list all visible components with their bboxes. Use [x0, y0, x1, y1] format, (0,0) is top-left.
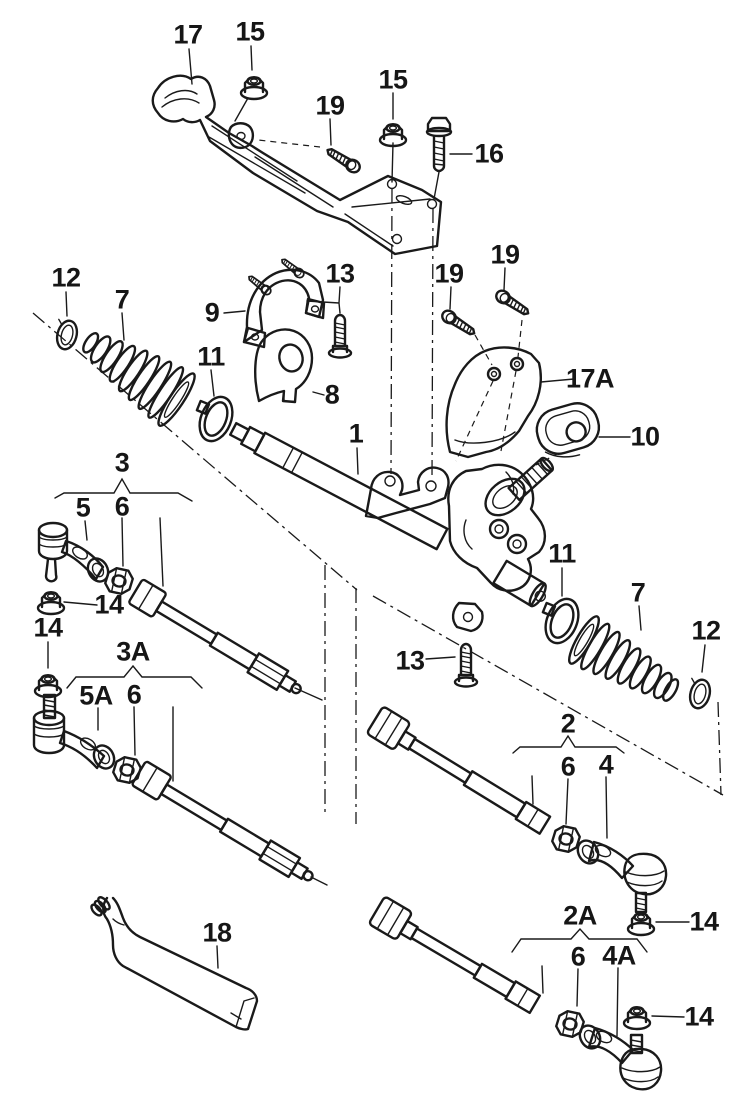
inner-tie-rod-3A — [131, 760, 314, 882]
callout-10[interactable]: 10 — [630, 421, 660, 452]
callout-15-b[interactable]: 15 — [378, 64, 408, 95]
steering-rack-1 — [229, 421, 555, 633]
callout-14-a[interactable]: 14 — [94, 589, 124, 620]
callout-2[interactable]: 2 — [560, 708, 576, 739]
callout-6-d[interactable]: 6 — [570, 941, 586, 972]
callout-4A[interactable]: 4A — [602, 940, 636, 971]
callout-1[interactable]: 1 — [348, 418, 364, 449]
bushing-8 — [254, 328, 314, 404]
callout-8[interactable]: 8 — [324, 379, 340, 410]
tap-screw-19-c — [492, 286, 533, 320]
tap-screw-19-b — [438, 306, 479, 340]
callout-12-b[interactable]: 12 — [691, 615, 721, 646]
bracket-17A — [445, 346, 542, 459]
steering-boot-7-a — [82, 332, 196, 427]
callout-6-c[interactable]: 6 — [560, 751, 576, 782]
callout-7-a[interactable]: 7 — [114, 284, 130, 315]
callout-7-b[interactable]: 7 — [630, 577, 646, 608]
callout-3A[interactable]: 3A — [116, 636, 150, 667]
callout-14-d[interactable]: 14 — [684, 1001, 714, 1032]
hex-bolt-16 — [425, 116, 453, 173]
callout-13-a[interactable]: 13 — [325, 258, 355, 289]
callout-3[interactable]: 3 — [114, 447, 130, 478]
tie-rod-end-5 — [37, 521, 110, 583]
hex-nut-6-b — [110, 754, 144, 786]
tap-screw-13-a — [327, 313, 353, 359]
grease-tube-18 — [90, 896, 259, 1031]
callout-5A[interactable]: 5A — [79, 680, 113, 711]
flange-nut-14-c — [626, 912, 656, 937]
callout-16[interactable]: 16 — [474, 138, 504, 169]
boot-clamp-12-b — [683, 675, 715, 712]
flange-nut-14-d — [622, 1006, 652, 1031]
callout-19-c[interactable]: 19 — [490, 239, 520, 270]
callout-5[interactable]: 5 — [75, 492, 91, 523]
grommet-10 — [535, 402, 601, 458]
construction-lines — [32, 187, 724, 824]
callout-6-a[interactable]: 6 — [114, 491, 130, 522]
callout-17A[interactable]: 17A — [565, 363, 615, 394]
callout-4[interactable]: 4 — [598, 749, 614, 780]
tie-rod-end-4A — [578, 1024, 663, 1091]
tap-screw-19-a — [323, 143, 364, 176]
tap-screw-13-b — [453, 642, 479, 688]
callout-9[interactable]: 9 — [204, 297, 220, 328]
inner-tie-rod-3 — [128, 578, 302, 695]
callout-17[interactable]: 17 — [173, 19, 203, 50]
callout-19-b[interactable]: 19 — [434, 258, 464, 289]
tie-rod-end-4 — [576, 839, 668, 914]
callout-12-a[interactable]: 12 — [51, 262, 81, 293]
callout-6-b[interactable]: 6 — [126, 679, 142, 710]
callout-18[interactable]: 18 — [202, 917, 232, 948]
callout-19-a[interactable]: 19 — [315, 90, 345, 121]
clamp-screw-b — [278, 255, 307, 281]
callout-2A[interactable]: 2A — [563, 900, 597, 931]
tie-rod-end-5A — [32, 693, 116, 770]
callout-11-b[interactable]: 11 — [548, 538, 576, 569]
flange-nut-15-a — [239, 75, 269, 101]
callout-11-a[interactable]: 11 — [197, 341, 225, 372]
callout-13-b[interactable]: 13 — [395, 645, 425, 676]
boot-clamp-11-a — [186, 388, 240, 448]
inner-tie-rod-2 — [366, 706, 552, 835]
callout-14-b[interactable]: 14 — [33, 612, 63, 643]
steering-boot-7-b — [568, 615, 680, 702]
flange-nut-14-a — [36, 591, 66, 616]
heat-shield-17 — [151, 74, 443, 256]
flange-nut-14-b — [33, 674, 63, 699]
boot-clamp-12-a — [50, 316, 82, 353]
callout-15-a[interactable]: 15 — [235, 16, 265, 47]
inner-tie-rod-2A — [368, 896, 542, 1015]
callout-14-c[interactable]: 14 — [689, 906, 719, 937]
leader-lines — [47, 45, 706, 1037]
